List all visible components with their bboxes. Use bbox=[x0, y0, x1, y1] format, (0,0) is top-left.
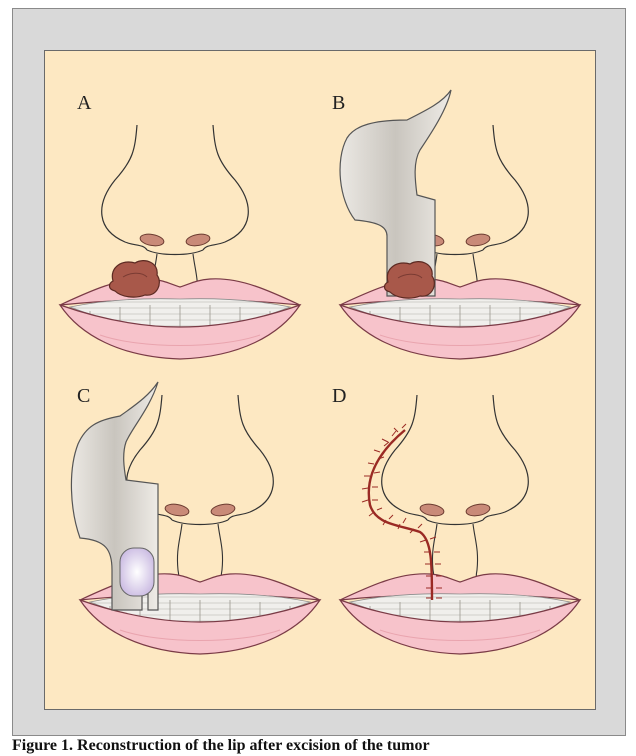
panel-label-b: B bbox=[332, 92, 345, 115]
panel-d-drawing bbox=[340, 395, 580, 654]
flap-shape bbox=[71, 382, 158, 610]
panel-c-drawing bbox=[71, 382, 320, 654]
panel-label-c: C bbox=[77, 385, 90, 408]
panel-b-drawing bbox=[340, 90, 580, 359]
panel-label-d: D bbox=[332, 385, 346, 408]
tumor-shape bbox=[385, 262, 435, 298]
panel-label-a: A bbox=[77, 92, 91, 115]
figure-caption: Figure 1. Reconstruction of the lip afte… bbox=[12, 737, 430, 755]
tumor-shape bbox=[110, 261, 160, 297]
panel-a-drawing bbox=[60, 125, 300, 359]
